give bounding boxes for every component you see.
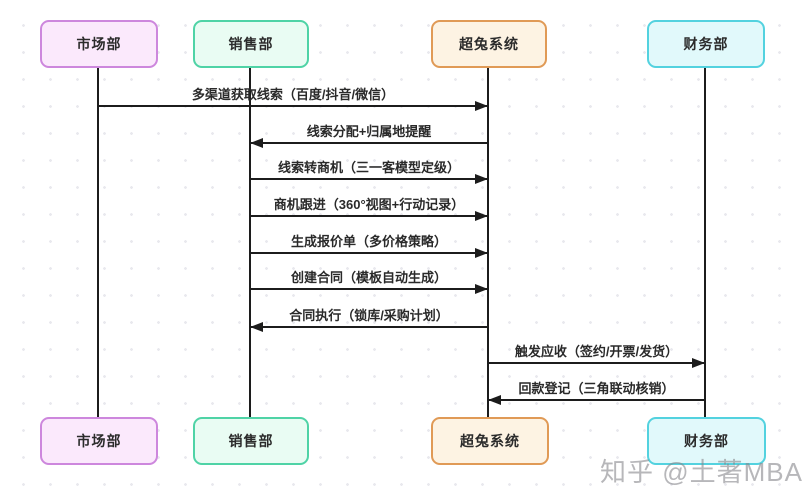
actor-box-chaotu-top: 超兔系统 [431, 20, 547, 68]
message-lead-capture: 多渠道获取线索（百度/抖音/微信） [98, 84, 488, 111]
actor-box-finance-bottom: 财务部 [647, 417, 766, 465]
message-label: 创建合同（模板自动生成） [290, 270, 447, 285]
message-line [488, 362, 705, 364]
lifeline-marketing [97, 66, 99, 417]
message-lead-assign: 线索分配+归属地提醒 [250, 121, 488, 148]
arrowhead-left-icon [488, 395, 501, 405]
lifeline-sales [249, 66, 251, 417]
message-label: 触发应收（签约/开票/发货） [514, 344, 679, 359]
message-receivable-trigger: 触发应收（签约/开票/发货） [488, 341, 705, 368]
arrowhead-right-icon [475, 101, 488, 111]
message-quotation: 生成报价单（多价格策略） [250, 231, 488, 258]
message-contract-execute: 合同执行（锁库/采购计划） [250, 305, 488, 332]
arrowhead-right-icon [475, 174, 488, 184]
actor-box-chaotu-bottom: 超兔系统 [431, 417, 549, 465]
message-line [250, 178, 488, 180]
arrowhead-right-icon [475, 211, 488, 221]
message-line [98, 105, 488, 107]
arrowhead-right-icon [692, 358, 705, 368]
message-line [250, 252, 488, 254]
lifeline-finance [704, 66, 706, 417]
message-line [250, 326, 488, 328]
message-line [250, 215, 488, 217]
message-label: 商机跟进（360°视图+行动记录） [273, 197, 465, 212]
message-opportunity-follow: 商机跟进（360°视图+行动记录） [250, 194, 488, 221]
message-create-contract: 创建合同（模板自动生成） [250, 267, 488, 294]
message-label: 生成报价单（多价格策略） [290, 234, 447, 249]
actor-box-finance-top: 财务部 [647, 20, 765, 68]
message-label: 合同执行（锁库/采购计划） [289, 308, 449, 323]
actor-box-marketing-bottom: 市场部 [40, 417, 158, 465]
actor-box-sales-top: 销售部 [193, 20, 309, 68]
arrowhead-right-icon [475, 284, 488, 294]
message-line [488, 399, 705, 401]
lifeline-chaotu [487, 66, 489, 417]
arrowhead-right-icon [475, 248, 488, 258]
message-line [250, 142, 488, 144]
actor-box-sales-bottom: 销售部 [193, 417, 309, 465]
message-label: 回款登记（三角联动核销） [518, 381, 675, 396]
actor-box-marketing-top: 市场部 [40, 20, 158, 68]
arrowhead-left-icon [250, 322, 263, 332]
message-payment-register: 回款登记（三角联动核销） [488, 378, 705, 405]
message-label: 线索分配+归属地提醒 [306, 124, 432, 139]
arrowhead-left-icon [250, 138, 263, 148]
message-label: 多渠道获取线索（百度/抖音/微信） [191, 87, 395, 102]
message-label: 线索转商机（三一客模型定级） [277, 160, 460, 175]
message-lead-to-opportunity: 线索转商机（三一客模型定级） [250, 157, 488, 184]
message-line [250, 288, 488, 290]
watermark: 知乎 @土著MBA [600, 457, 802, 487]
